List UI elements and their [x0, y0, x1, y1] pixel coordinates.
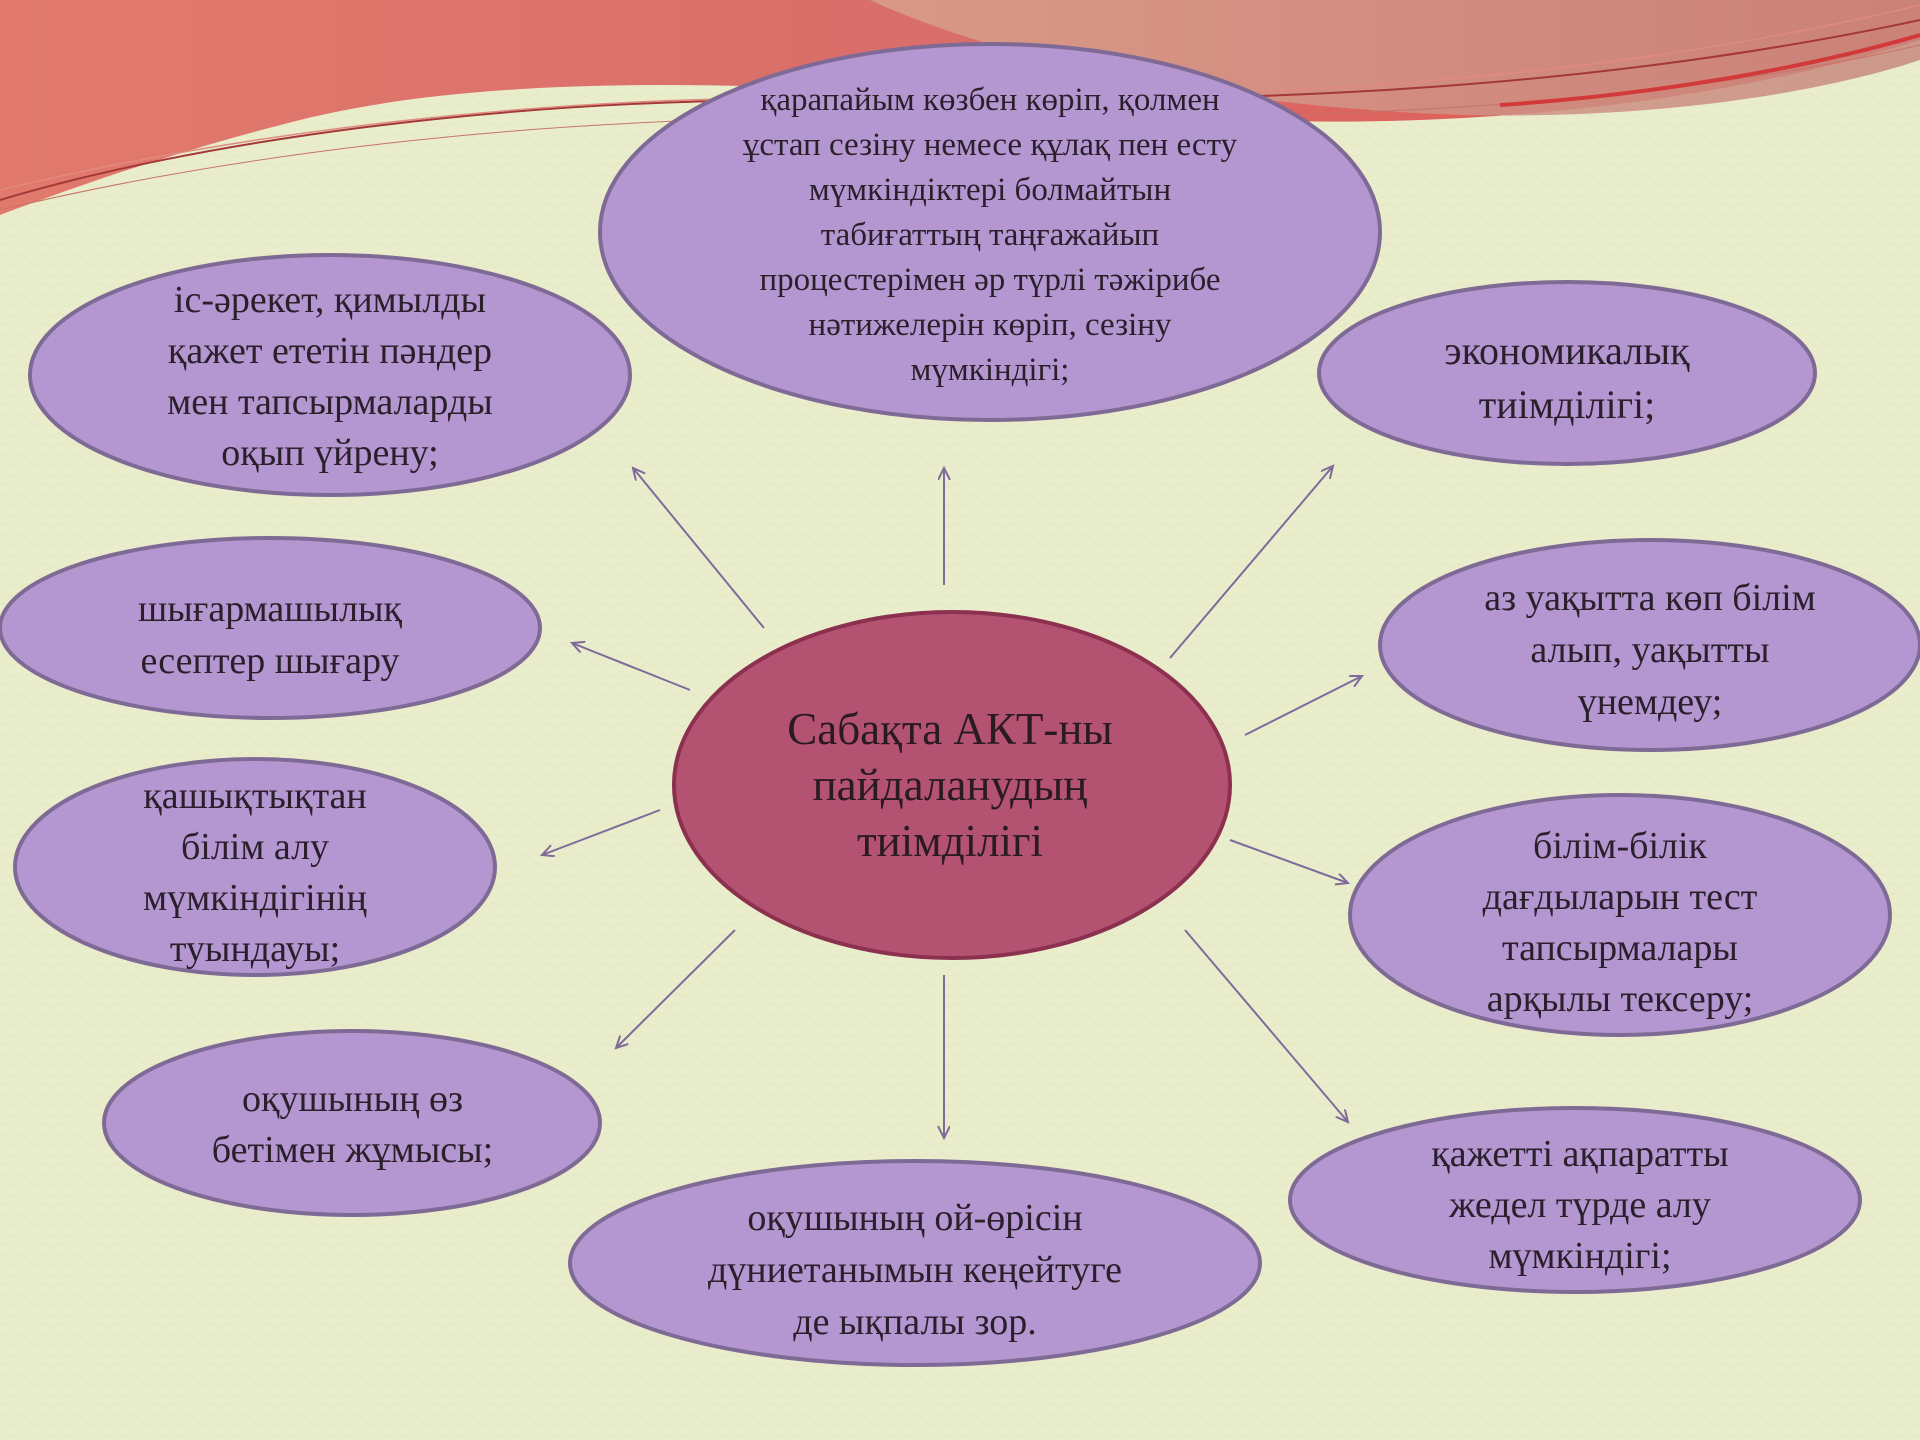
- node-bottom-left-label: оқушының өз бетімен жұмысы;: [211, 1078, 494, 1171]
- node-bottom-label: оқушының ой-өрісін дүниетанымын кеңейтуг…: [707, 1197, 1123, 1343]
- node-top-right-shape: [1317, 280, 1817, 466]
- center-node-label: Сабақта АКТ-ны пайдаланудың тиімділігі: [787, 704, 1113, 866]
- node-shapes: [0, 42, 1920, 1367]
- node-top-left-shape: [28, 253, 632, 497]
- arrow-to-top-right: [1169, 466, 1333, 659]
- arrow-to-bottom-left: [616, 929, 736, 1048]
- node-left-lower-label: қашықтықтан білім алу мүмкіндігінің туын…: [143, 774, 367, 970]
- arrow-to-bottom-right: [1184, 929, 1348, 1122]
- node-top-right-label: экономикалық тиімділігі;: [1444, 328, 1690, 427]
- node-left-upper-label: шығармашылық есептер шығару: [137, 588, 403, 682]
- node-right-lower-label: білім-білік дағдыларын тест тапсырмалары…: [1482, 824, 1758, 1020]
- node-bottom-shape: [568, 1159, 1262, 1367]
- arrow-to-left-upper: [572, 643, 691, 691]
- arrow-to-right-upper: [1244, 676, 1362, 736]
- node-right-upper-label: аз уақытта көп білім алып, уақытты үнемд…: [1484, 577, 1816, 723]
- center-node-shape: [672, 610, 1232, 960]
- arrows: [542, 466, 1362, 1138]
- node-bottom-left-shape: [102, 1029, 602, 1217]
- node-top-label: қарапайым көзбен көріп, қолмен ұстап сез…: [742, 81, 1238, 388]
- node-top-left-label: іс-әрекет, қимылды қажет ететін пәндер м…: [167, 279, 493, 474]
- node-right-upper-shape: [1378, 538, 1920, 752]
- arrow-to-top-left: [633, 468, 765, 629]
- arrow-to-right-lower: [1229, 839, 1348, 883]
- node-left-lower-shape: [13, 757, 497, 977]
- node-bottom-right-label: қажетті ақпаратты жедел түрде алу мүмкін…: [1431, 1132, 1729, 1277]
- arrow-to-left-lower: [542, 809, 661, 855]
- node-top-shape: [598, 42, 1382, 422]
- node-right-lower-shape: [1348, 793, 1892, 1037]
- node-bottom-right-shape: [1288, 1106, 1862, 1294]
- node-left-upper-shape: [0, 536, 542, 720]
